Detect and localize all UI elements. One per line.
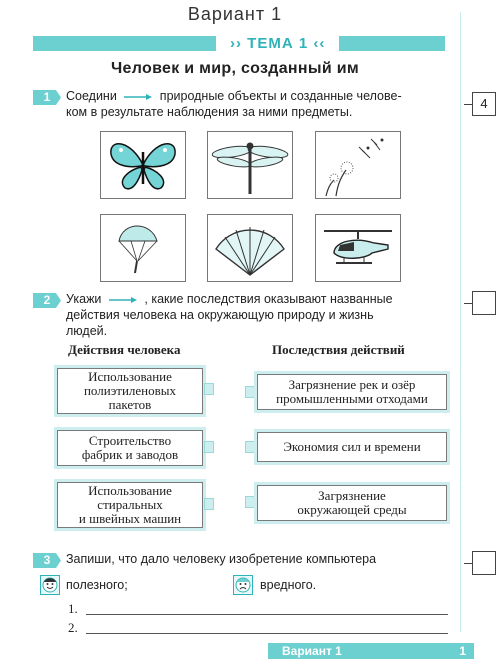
- helicopter-icon: [324, 230, 392, 264]
- arrow-icon: [124, 93, 153, 100]
- connector-tab: [245, 441, 255, 453]
- sad-face-icon: [233, 575, 253, 595]
- margin-line: [460, 12, 461, 632]
- useful-label: полезного;: [66, 578, 128, 592]
- answer-line-number-1: 1.: [68, 601, 78, 616]
- smiling-face-icon: [40, 575, 60, 595]
- task-badge-3: 3: [33, 553, 61, 568]
- connector-tab: [245, 386, 255, 398]
- chevron-left-icon: ‹‹: [313, 35, 326, 52]
- page-number: 1: [459, 644, 466, 658]
- dragonfly-icon: [211, 142, 289, 194]
- consequence-box-2[interactable]: Экономия сил и времени: [257, 432, 447, 462]
- score-tick: [464, 563, 472, 564]
- footer-bar: Вариант 1 1: [268, 643, 474, 659]
- answer-line-number-2: 2.: [68, 620, 78, 635]
- connector-tab: [204, 441, 214, 453]
- score-box-3[interactable]: [472, 551, 496, 575]
- page-title: Человек и мир, созданный им: [111, 60, 359, 77]
- task-1-text: Соедини природные объекты и созданные че…: [66, 88, 456, 120]
- task-2-text: Укажи , какие последствия оказывают назв…: [66, 291, 456, 339]
- score-tick: [464, 303, 472, 304]
- task-2-line1-a: Укажи: [66, 292, 102, 306]
- column-header-consequences: Последствия действий: [272, 342, 405, 357]
- answer-line-1[interactable]: [86, 614, 448, 615]
- arrow-icon: [108, 296, 137, 303]
- harmful-label: вредного.: [260, 578, 317, 592]
- task-1-line2: ком в результате наблюдения за ними пред…: [66, 105, 353, 119]
- task-2-line1-b: , какие последствия оказывают названные: [144, 292, 393, 306]
- column-header-actions: Действия человека: [68, 342, 181, 357]
- score-tick: [464, 104, 472, 105]
- picture-box-dandelion[interactable]: [315, 131, 401, 199]
- task-badge-1: 1: [33, 90, 61, 105]
- fan-icon: [215, 227, 285, 276]
- task-badge-2: 2: [33, 293, 61, 308]
- action-box-2[interactable]: Строительство фабрик и заводов: [57, 430, 203, 466]
- variant-title: Вариант 1: [187, 4, 283, 24]
- task-2-line3: людей.: [66, 324, 108, 338]
- topic-label: ›› ТЕМА 1 ‹‹: [216, 34, 340, 53]
- parachute-icon: [118, 225, 158, 274]
- picture-box-butterfly[interactable]: [100, 131, 186, 199]
- task-1-line1-b: природные объекты и созданные челове-: [159, 89, 402, 103]
- topic-text: ТЕМА 1: [247, 35, 309, 52]
- connector-tab: [245, 496, 255, 508]
- action-box-1[interactable]: Использование полиэтиленовых пакетов: [57, 368, 203, 414]
- action-box-3[interactable]: Использование стиральных и швейных машин: [57, 482, 203, 528]
- chevron-right-icon: ››: [230, 35, 242, 52]
- butterfly-icon: [110, 143, 176, 190]
- dandelion-icon: [325, 138, 384, 197]
- picture-box-fan[interactable]: [207, 214, 293, 282]
- picture-box-helicopter[interactable]: [315, 214, 401, 282]
- task-1-line1-a: Соедини: [66, 89, 117, 103]
- connector-tab: [204, 383, 214, 395]
- answer-line-2[interactable]: [86, 633, 448, 634]
- score-box-2[interactable]: [472, 291, 496, 315]
- footer-variant: Вариант 1: [282, 644, 342, 658]
- connector-tab: [204, 498, 214, 510]
- picture-box-parachute[interactable]: [100, 214, 186, 282]
- consequence-box-1[interactable]: Загрязнение рек и озёр промышленными отх…: [257, 374, 447, 410]
- score-box-1: 4: [472, 92, 496, 116]
- task-2-line2: действия человека на окружающую природу …: [66, 308, 374, 322]
- picture-box-dragonfly[interactable]: [207, 131, 293, 199]
- topic-bar: ›› ТЕМА 1 ‹‹: [33, 34, 445, 53]
- consequence-box-3[interactable]: Загрязнение окружающей среды: [257, 485, 447, 521]
- task-3-text: Запиши, что дало человеку изобретение ко…: [66, 552, 377, 566]
